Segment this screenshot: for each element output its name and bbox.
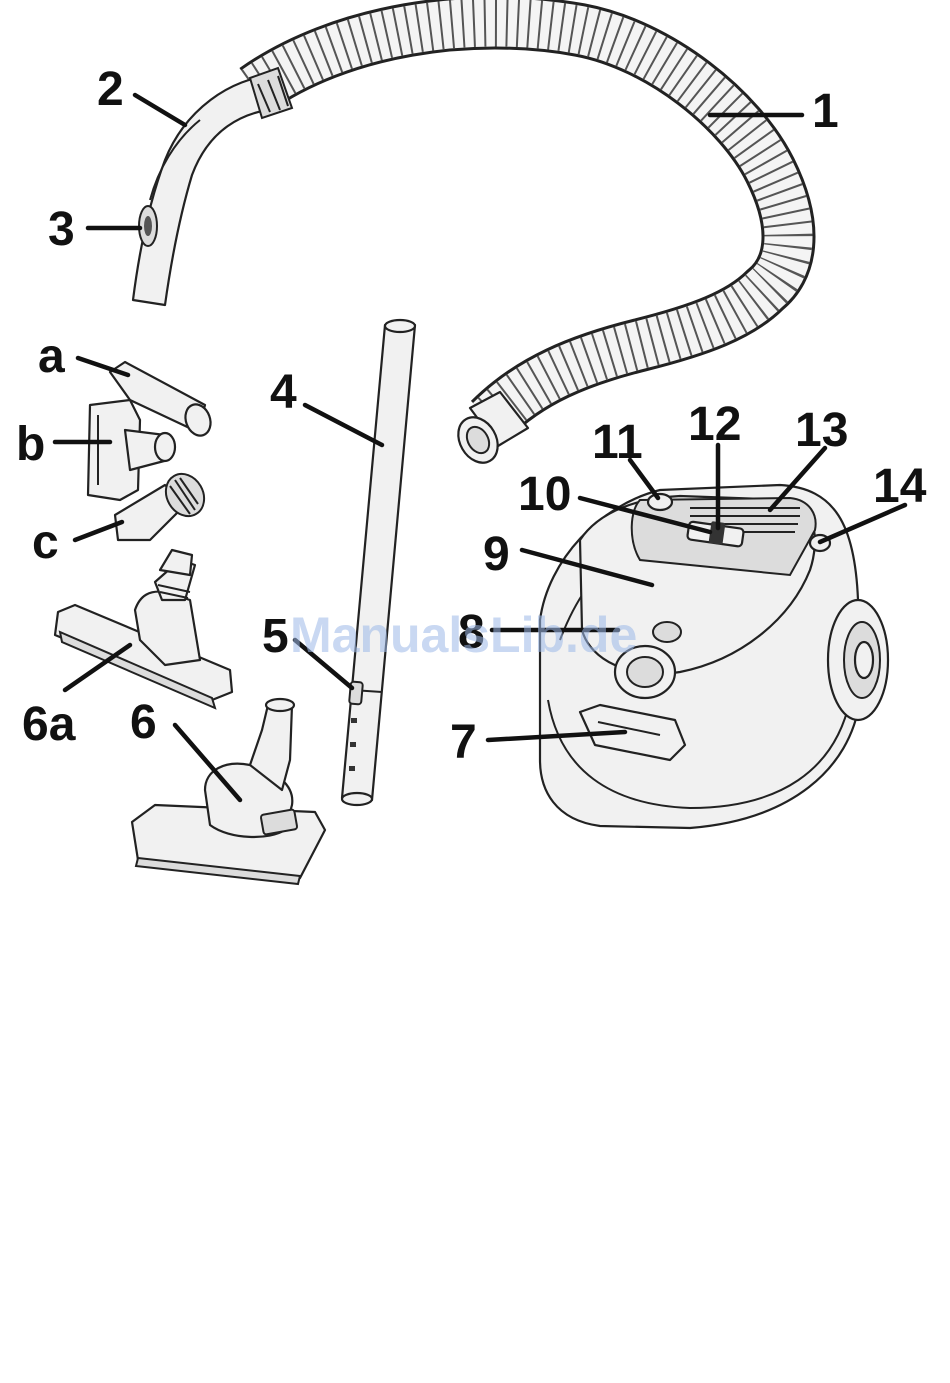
- leader-c: [75, 522, 122, 540]
- label-6: 6: [130, 696, 157, 749]
- on-off-button: [648, 494, 672, 510]
- floor-nozzle: [132, 699, 325, 884]
- leader-2: [135, 95, 185, 125]
- label-c: c: [32, 516, 59, 569]
- leader-4: [305, 405, 382, 445]
- label-b: b: [16, 418, 45, 471]
- watermark: ManualsLib.de: [290, 607, 637, 663]
- label-10: 10: [518, 468, 571, 521]
- label-3: 3: [48, 203, 75, 256]
- handle: [133, 68, 292, 305]
- label-5: 5: [262, 610, 289, 663]
- label-2: 2: [97, 63, 124, 116]
- label-6a: 6a: [22, 698, 76, 751]
- rear-wheel: [828, 600, 888, 720]
- label-12: 12: [688, 398, 741, 451]
- telescopic-tube: [342, 320, 415, 805]
- label-14: 14: [873, 460, 927, 513]
- label-a: a: [38, 330, 65, 383]
- label-11: 11: [592, 416, 643, 469]
- suction-control-slider: [139, 206, 157, 246]
- label-7: 7: [450, 716, 477, 769]
- label-9: 9: [483, 528, 510, 581]
- parquet-nozzle: [55, 550, 232, 708]
- label-4: 4: [270, 366, 297, 419]
- label-13: 13: [795, 404, 848, 457]
- label-1: 1: [812, 85, 839, 138]
